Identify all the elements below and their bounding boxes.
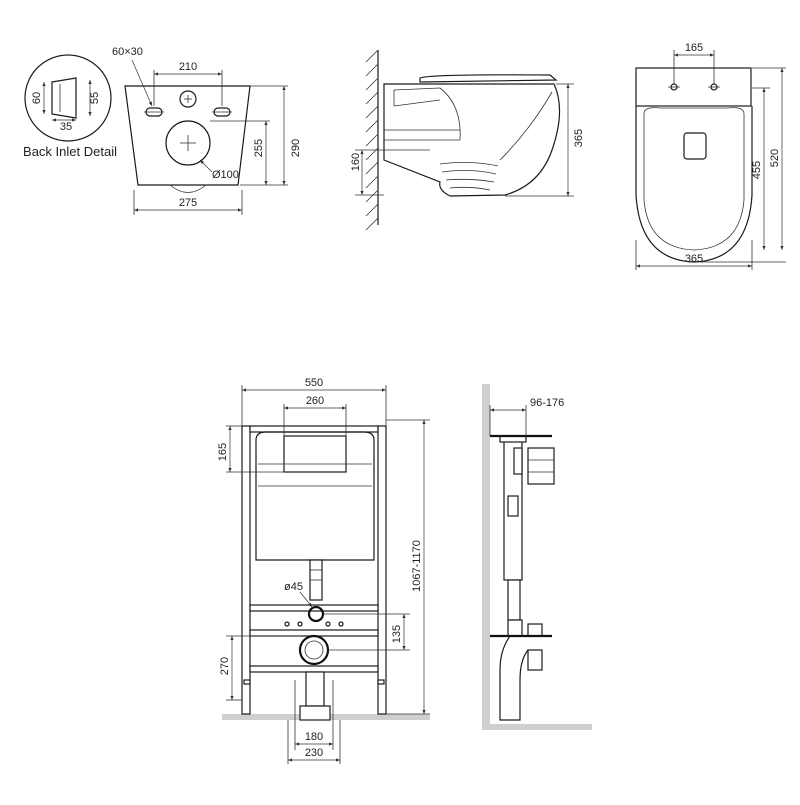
panel-width-260: 260 [306, 395, 324, 407]
inlet-detail-circle [24, 54, 112, 142]
panel-offset-165: 165 [217, 443, 229, 461]
outlet-height-270: 270 [219, 657, 231, 675]
bolt-spacing-210: 210 [179, 61, 197, 73]
wall-hatching [365, 49, 379, 231]
inlet-dim-35: 35 [60, 121, 72, 133]
slot-dim-label: 60×30 [112, 46, 143, 58]
outlet-center-160: 160 [350, 153, 362, 171]
side-flush-box [527, 447, 555, 485]
bowl-top-view: 165 455 520 365 [635, 42, 786, 270]
drain-spacing-230: 230 [305, 747, 323, 759]
outlet-diameter-label: Ø100 [212, 169, 239, 181]
bowl-rear-outline [124, 85, 251, 186]
total-height-290: 290 [290, 139, 302, 157]
drain-outlet [298, 634, 330, 666]
inlet-profile [51, 77, 77, 119]
bowl-rear-view: 60×30 210 255 290 Ø100 275 [112, 46, 302, 215]
front-left-rail [241, 425, 251, 715]
drain-pipe [305, 671, 325, 707]
inlet-detail-caption: Back Inlet Detail [23, 144, 117, 159]
top-flush-opening [683, 132, 707, 160]
top-bolt-spacing-165: 165 [685, 42, 703, 54]
frame-front-view: 550 260 165 1067-1170 ø45 135 270 180 [217, 377, 430, 764]
wall-depth-range: 96-176 [530, 397, 564, 409]
inlet-dim-55: 55 [89, 92, 101, 104]
top-back-block [635, 67, 752, 107]
top-seat-outline [643, 107, 745, 251]
frame-width-550: 550 [305, 377, 323, 389]
inlet-hole [179, 90, 197, 108]
flush-outlet [307, 605, 325, 623]
flush-panel-opening [283, 435, 347, 473]
top-width-365: 365 [685, 253, 703, 265]
bowl-side-outline [383, 83, 561, 197]
frame-height-range: 1067-1170 [411, 540, 423, 592]
outlet-height-255: 255 [253, 139, 265, 157]
bowl-side-view: 160 365 [350, 49, 585, 231]
bowl-width-275: 275 [179, 197, 197, 209]
top-bowl-outline [635, 106, 753, 263]
outlet-circle [165, 120, 211, 166]
frame-side-view: 96-176 [482, 384, 592, 730]
side-drain-elbow [499, 635, 529, 721]
front-right-rail [377, 425, 387, 715]
bowl-projection-365: 365 [573, 129, 585, 147]
cistern-body [255, 431, 375, 561]
top-total-length-520: 520 [769, 149, 781, 167]
bolt-spacing-180: 180 [305, 731, 323, 743]
side-wall [482, 384, 490, 730]
inlet-dim-60: 60 [31, 92, 43, 104]
flush-height-135: 135 [391, 625, 403, 643]
top-seat-length-455: 455 [751, 161, 763, 179]
side-floor [482, 724, 592, 730]
back-inlet-detail: 60 55 35 Back Inlet Detail [23, 54, 117, 159]
flush-pipe-dia-45: ø45 [284, 581, 303, 593]
seat-lid [419, 74, 558, 83]
